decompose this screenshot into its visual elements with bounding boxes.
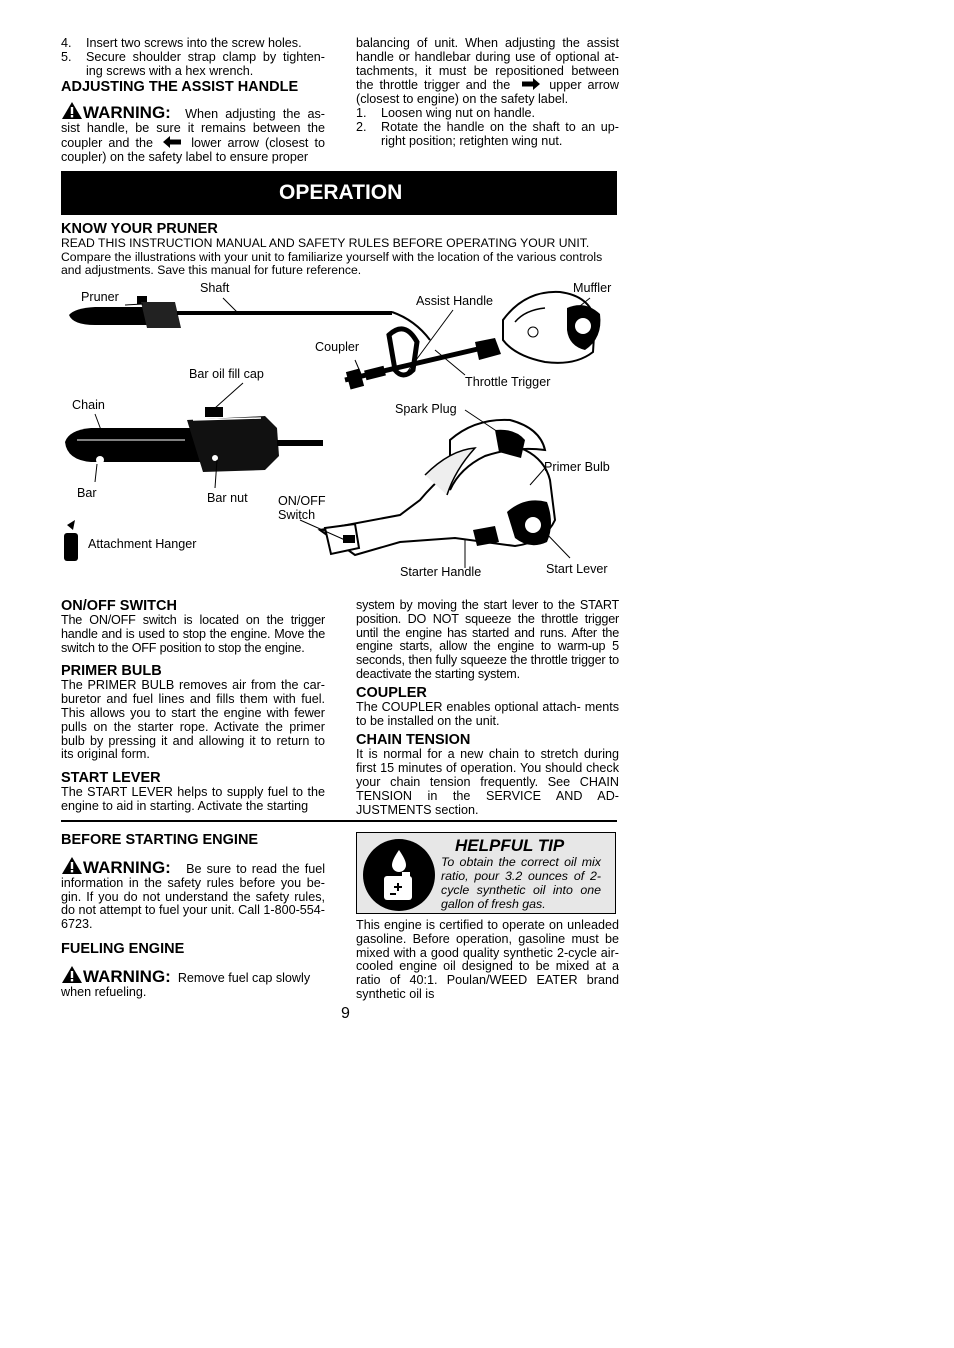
label-primer-bulb: Primer Bulb	[544, 460, 610, 474]
label-on-off: ON/OFF	[278, 494, 326, 508]
pruner-illustration: Pruner Shaft Assist Handle Muffler Coupl…	[55, 280, 625, 585]
tip-title: HELPFUL TIP	[455, 836, 565, 855]
know-your-pruner: KNOW YOUR PRUNER READ THIS INSTRUCTION M…	[61, 221, 619, 278]
warning-text: lower arrow (closest to coupler) on the …	[61, 135, 326, 164]
section-heading-on-off: ON/OFF SWITCH	[61, 598, 177, 614]
fueling-warning: WARNING: Remove fuel cap slowly when ref…	[61, 965, 325, 1000]
label-bar-nut: Bar nut	[207, 491, 248, 505]
intro-rest: Compare the illustrations with your unit…	[61, 249, 603, 278]
oil-can-icon	[363, 839, 435, 911]
list-item: 5. Secure shoulder strap clamp by tighte…	[61, 49, 325, 79]
list-item: 1. Loosen wing nut on handle.	[356, 105, 619, 121]
shaft-bar	[177, 311, 392, 315]
top-right-column: balancing of unit. When adjusting the as…	[356, 36, 620, 149]
assist-handle-warning: WARNING: When adjusting the as- sist han…	[61, 101, 325, 164]
operation-banner: OPERATION	[61, 171, 617, 215]
section-heading-coupler: COUPLER	[356, 684, 427, 701]
intro-caps: READ THIS INSTRUCTION MANUAL AND SAFETY …	[61, 236, 590, 250]
section-heading-assist-handle: ADJUSTING THE ASSIST HANDLE	[61, 79, 299, 96]
warning-triangle-icon	[62, 102, 82, 120]
label-start-lever: Start Lever	[546, 562, 608, 576]
label-chain: Chain	[72, 398, 105, 412]
section-heading-start-lever: START LEVER	[61, 770, 161, 787]
warning-triangle-icon	[62, 857, 82, 874]
warning-text: Remove fuel cap slowly when refueling.	[61, 970, 311, 999]
label-spark-plug: Spark Plug	[395, 402, 457, 416]
warning-triangle-icon	[62, 965, 82, 983]
balancing-text-part: upper arrow (closest to engine) on the s…	[356, 78, 620, 107]
balancing-text: balancing of unit. When adjusting the as…	[356, 36, 620, 107]
list-text: Rotate the handle on the shaft to an up-…	[381, 119, 619, 148]
pruner-head-detail	[65, 407, 323, 472]
engine-drawing-bottom	[317, 418, 557, 557]
primer-text: The PRIMER BULB removes air from the car…	[61, 678, 325, 762]
warning-word: WARNING:	[83, 858, 171, 877]
list-number: 2.	[356, 119, 367, 134]
section-heading-primer: PRIMER BULB	[61, 663, 162, 680]
label-starter-handle: Starter Handle	[400, 565, 482, 579]
right-arrow-icon	[522, 78, 541, 91]
label-bar-oil-fill-cap: Bar oil fill cap	[189, 367, 264, 381]
list-item: 2. Rotate the handle on the shaft to an …	[356, 119, 619, 149]
list-text: Insert two screws into the screw holes.	[86, 36, 302, 50]
label-switch: Switch	[278, 508, 316, 522]
leader-lines	[94, 297, 591, 568]
helpful-tip-box: HELPFUL TIP To obtain the correct oil mi…	[356, 832, 616, 914]
section-heading-fueling: FUELING ENGINE	[61, 940, 185, 957]
label-muffler: Muffler	[573, 281, 612, 295]
label-attachment-hanger: Attachment Hanger	[88, 537, 197, 551]
balancing-text-part: balancing of unit. When adjusting the as…	[356, 36, 619, 93]
engine-certified-text: This engine is certified to operate on u…	[356, 918, 619, 1001]
left-arrow-icon	[163, 135, 182, 148]
label-throttle-trigger: Throttle Trigger	[465, 375, 551, 389]
label-bar: Bar	[77, 486, 97, 500]
list-number: 4.	[61, 36, 72, 50]
warning-text: When adjusting the as- sist handle, be s…	[61, 107, 325, 150]
pruner-head-small	[69, 296, 181, 328]
list-number: 5.	[61, 49, 72, 64]
top-left-column: 4. Insert two screws into the screw hole…	[61, 36, 325, 165]
coupler-text: The COUPLER enables optional attach- men…	[356, 699, 619, 728]
warning-word: WARNING:	[83, 966, 171, 986]
chain-tension-text: It is normal for a new chain to stretch …	[356, 747, 619, 817]
warning-word: WARNING:	[83, 103, 171, 123]
section-heading-chain-tension: CHAIN TENSION	[356, 732, 471, 749]
warning-text: Be sure to read the fuel information in …	[61, 862, 325, 932]
engine-drawing-top	[502, 290, 601, 364]
tip-text: To obtain the correct oil mix ratio, pou…	[441, 855, 601, 911]
label-coupler: Coupler	[315, 340, 360, 354]
section-heading-know-your-pruner: KNOW YOUR PRUNER	[61, 221, 218, 237]
middle-right-column: system by moving the start lever to the …	[356, 598, 619, 817]
page-number: 9	[341, 1005, 350, 1022]
attachment-hanger-drawing	[64, 520, 78, 561]
list-text: Loosen wing nut on handle.	[381, 105, 536, 120]
banner-title: OPERATION	[279, 181, 403, 204]
section-heading-before-starting: BEFORE STARTING ENGINE	[61, 832, 259, 848]
label-pruner: Pruner	[81, 290, 119, 304]
list-item: 4. Insert two screws into the screw hole…	[61, 36, 325, 51]
before-starting-warning: WARNING: Be sure to read the fuel inform…	[61, 856, 325, 932]
label-shaft: Shaft	[200, 281, 230, 295]
start-lever-text: The START LEVER helps to supply fuel to …	[61, 785, 325, 813]
list-number: 1.	[356, 105, 367, 120]
middle-left-column: ON/OFF SWITCH The ON/OFF switch is locat…	[61, 598, 325, 814]
list-text: Secure shoulder strap clamp by tighten- …	[86, 49, 325, 78]
label-assist-handle: Assist Handle	[416, 294, 493, 308]
section-divider	[61, 820, 617, 822]
pruner-drawing	[64, 290, 601, 568]
coupler-shaft-drawing	[344, 326, 501, 390]
bottom-left-column: BEFORE STARTING ENGINE WARNING: Be sure …	[61, 832, 325, 1000]
on-off-text: The ON/OFF switch is located on the trig…	[61, 613, 325, 655]
know-intro: READ THIS INSTRUCTION MANUAL AND SAFETY …	[61, 236, 619, 278]
start-lever-continued: system by moving the start lever to the …	[356, 598, 619, 681]
